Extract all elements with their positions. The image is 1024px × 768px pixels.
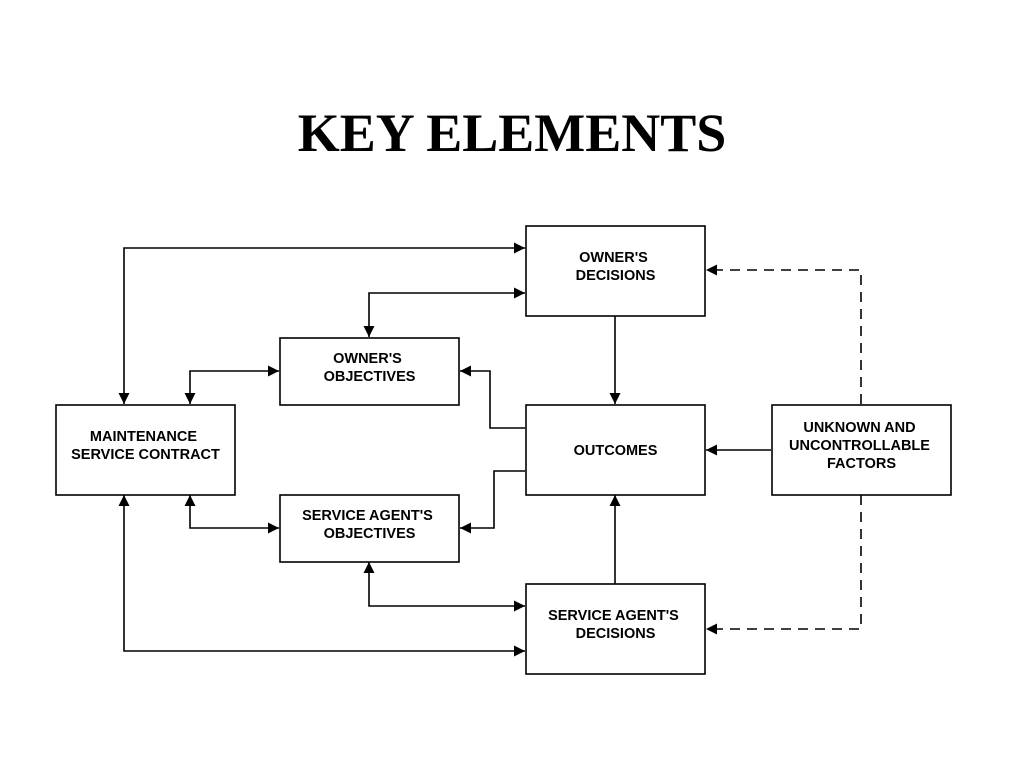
link-contract-owners-decisions bbox=[118, 242, 525, 404]
box-agents-decisions-label: SERVICE AGENT'S DECISIONS bbox=[548, 608, 683, 642]
link-contract-agents-decisions bbox=[118, 495, 525, 657]
box-owners-decisions-label: OWNER'S DECISIONS bbox=[576, 250, 656, 284]
link-owners-objectives-decisions bbox=[363, 287, 525, 337]
box-agents-objectives-label: SERVICE AGENT'S OBJECTIVES bbox=[302, 508, 437, 542]
connectors bbox=[118, 242, 862, 657]
link-unknown-agents-decisions bbox=[706, 495, 862, 635]
box-owners-objectives-label: OWNER'S OBJECTIVES bbox=[324, 351, 416, 385]
box-agents-objectives: SERVICE AGENT'S OBJECTIVES bbox=[279, 494, 460, 563]
link-outcomes-agents-objectives bbox=[460, 470, 525, 534]
box-outcomes-label: OUTCOMES bbox=[574, 443, 658, 459]
box-maintenance-contract: MAINTENANCE SERVICE CONTRACT bbox=[55, 404, 236, 496]
link-contract-owners-objectives bbox=[184, 365, 279, 404]
link-outcomes-owners-objectives bbox=[460, 365, 525, 429]
link-unknown-owners-decisions bbox=[706, 264, 862, 404]
link-agents-objectives-decisions bbox=[363, 562, 525, 612]
box-outcomes: OUTCOMES bbox=[525, 404, 706, 496]
box-owners-objectives: OWNER'S OBJECTIVES bbox=[279, 337, 460, 406]
box-unknown-factors-label: UNKNOWN AND UNCONTROLLABLE FACTORS bbox=[789, 420, 934, 472]
box-agents-decisions: SERVICE AGENT'S DECISIONS bbox=[525, 583, 706, 675]
link-contract-agents-objectives bbox=[184, 495, 279, 534]
box-owners-decisions: OWNER'S DECISIONS bbox=[525, 225, 706, 317]
slide-title: KEY ELEMENTS bbox=[297, 103, 727, 163]
box-unknown-factors: UNKNOWN AND UNCONTROLLABLE FACTORS bbox=[771, 404, 952, 496]
box-maintenance-contract-label: MAINTENANCE SERVICE CONTRACT bbox=[71, 429, 220, 463]
